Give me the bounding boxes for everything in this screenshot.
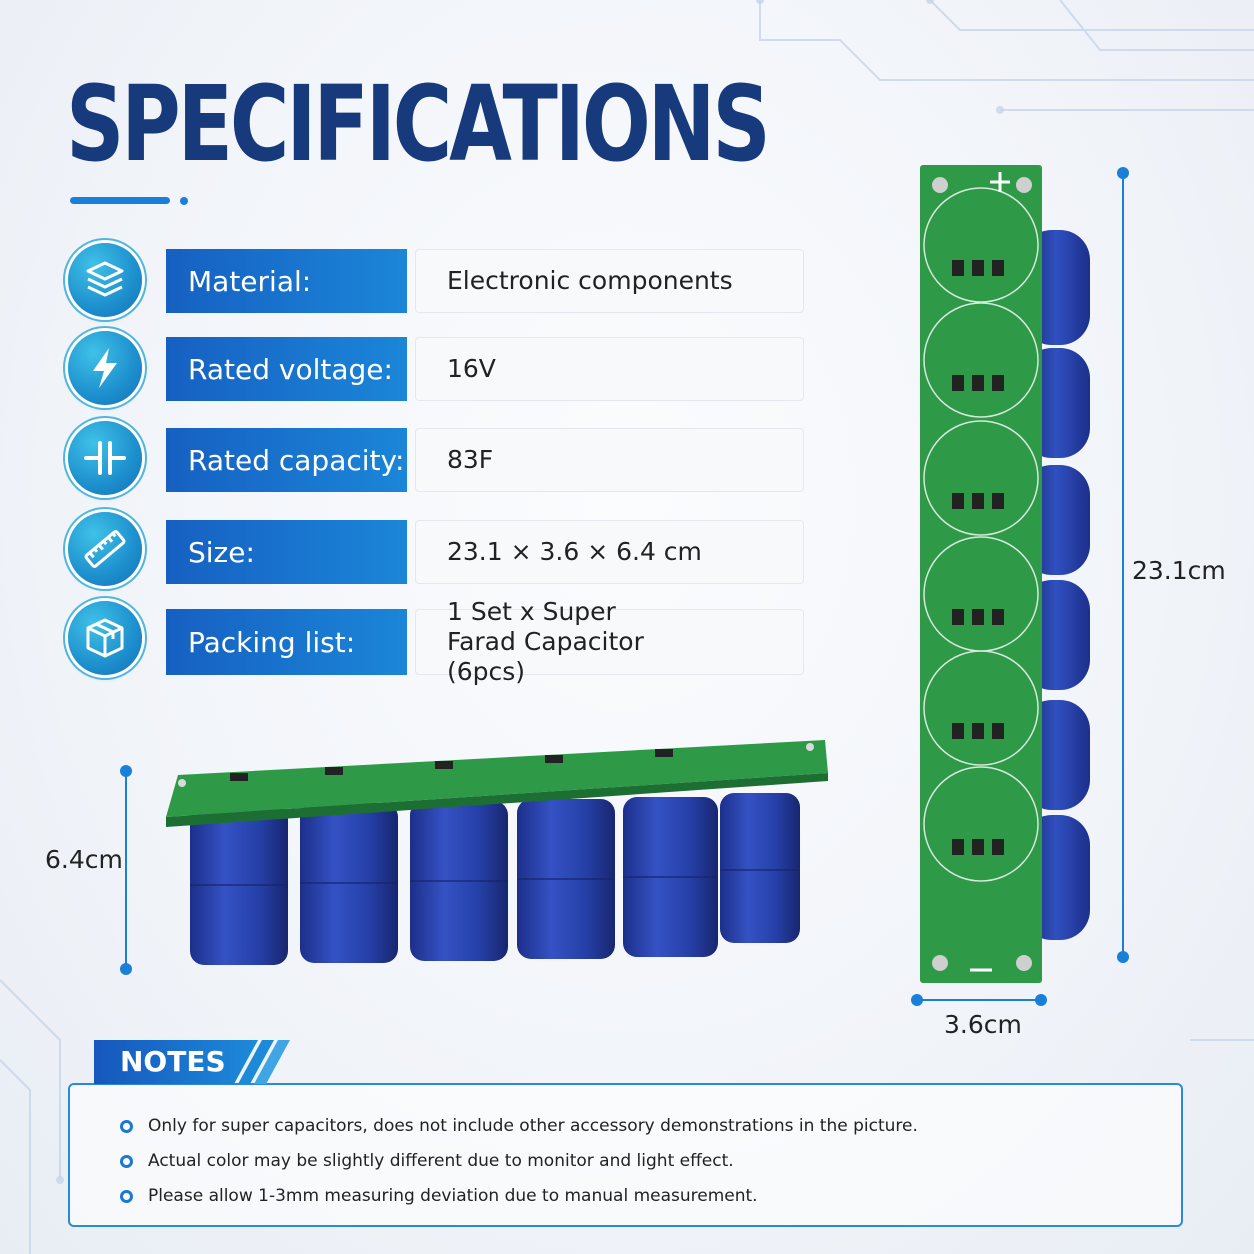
notes-panel: Only for super capacitors, does not incl… — [68, 1083, 1183, 1227]
spec-value-rated-capacity: 83F — [415, 428, 804, 492]
spec-value-packing-list: 1 Set x Super Farad Capacitor (6pcs) — [415, 597, 804, 686]
spec-label-size: Size: — [166, 520, 407, 584]
dimension-line-length — [1117, 167, 1129, 963]
dimension-line-width — [911, 994, 1047, 1006]
title-underline-dot — [180, 197, 188, 205]
note-item: Actual color may be slightly different d… — [120, 1148, 918, 1183]
title-underline — [70, 197, 170, 204]
layers-icon — [68, 243, 142, 317]
spec-value-material: Electronic components — [415, 249, 804, 313]
height-dimension-label: 6.4cm — [45, 845, 123, 874]
notes-title: NOTES — [120, 1045, 226, 1078]
spec-label-material: Material: — [166, 249, 407, 313]
dimension-line-height — [120, 765, 132, 975]
spec-label-rated-voltage: Rated voltage: — [166, 337, 407, 401]
lightning-icon — [68, 331, 142, 405]
notes-list: Only for super capacitors, does not incl… — [120, 1113, 918, 1218]
spec-value-rated-voltage: 16V — [415, 337, 804, 401]
spec-value-size: 23.1 × 3.6 × 6.4 cm — [415, 520, 804, 584]
spec-label-rated-capacity: Rated capacity: — [166, 428, 407, 492]
capacitor-module-top-view — [920, 165, 1090, 983]
width-dimension-label: 3.6cm — [944, 1010, 1022, 1039]
note-item: Only for super capacitors, does not incl… — [120, 1113, 918, 1148]
note-item: Please allow 1-3mm measuring deviation d… — [120, 1183, 918, 1218]
page-title: SPECIFICATIONS — [66, 63, 771, 185]
capacitor-icon — [68, 421, 142, 495]
notes-title-banner — [94, 1040, 290, 1084]
ruler-icon — [68, 512, 142, 586]
spec-label-packing-list: Packing list: — [166, 609, 407, 675]
capacitor-module-side-view — [166, 740, 828, 965]
box-icon — [68, 601, 142, 675]
length-dimension-label: 23.1cm — [1132, 556, 1226, 585]
